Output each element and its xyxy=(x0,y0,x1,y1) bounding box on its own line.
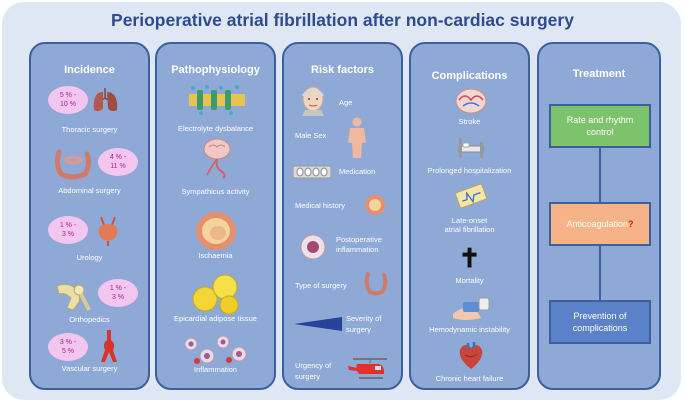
blood-pressure-icon xyxy=(453,297,490,320)
anticoagulation-box: Anticoagulation? xyxy=(549,202,651,246)
mortality-label: Mortality xyxy=(455,276,484,285)
ecg-monitor-icon xyxy=(455,184,487,208)
hemodynamic-instability-label: Hemodynamic instability xyxy=(429,325,510,334)
epicardial-adipose-tissue-label: Epicardial adipose tissue xyxy=(174,314,257,323)
severity-wedge-icon xyxy=(294,317,342,331)
risk-factors-column: Risk factors Age Male Sex Medication Med… xyxy=(282,42,403,390)
treatment-column: Treatment Rate and rhythm control Antico… xyxy=(537,42,661,390)
orthopedics-label: Orthopedics xyxy=(69,315,110,324)
pathophysiology-column: Pathophysiology Electrolyte dysbalance S… xyxy=(155,42,276,390)
treatment-heading: Treatment xyxy=(572,68,626,80)
inflammation-risk-label: inflammation xyxy=(336,245,379,254)
chronic-heart-failure-label: Chronic heart failure xyxy=(435,374,504,383)
late-onset-label: Late-onset xyxy=(451,216,488,225)
cross-icon: ✝ xyxy=(458,243,481,273)
anticoagulation-label: Anticoagulation xyxy=(566,219,629,229)
hospital-bed-icon xyxy=(458,138,484,158)
lungs-icon xyxy=(93,88,118,112)
complications-column: Complications Stroke Prolonged hospitali… xyxy=(409,42,530,390)
orthopedics-incidence-badge: 1 % - 3 % xyxy=(98,279,138,307)
helicopter-icon xyxy=(348,358,387,379)
type-of-surgery-label: Type of surgery xyxy=(295,281,347,290)
diagram-title: Perioperative atrial fibrillation after … xyxy=(111,10,574,30)
medication-label: Medication xyxy=(339,167,376,176)
inflammation-cells-icon xyxy=(184,335,247,364)
intestine-small-icon xyxy=(364,272,388,296)
severity-surgery-label: surgery xyxy=(346,325,372,334)
adipose-tissue-icon xyxy=(192,274,239,315)
heart-icon xyxy=(459,342,483,369)
artery-cross-section-icon xyxy=(196,212,236,250)
male-body-icon xyxy=(348,117,366,158)
abdominal-surgery-label: Abdominal surgery xyxy=(58,186,121,195)
bladder-icon xyxy=(98,216,118,246)
prolonged-hospitalization-label: Prolonged hospitalization xyxy=(427,166,512,175)
atrial-fibrillation-label: atrial fibrillation xyxy=(444,225,495,234)
intestine-icon xyxy=(54,149,92,180)
severity-of-label: Severity of xyxy=(346,314,382,323)
urology-label: Urology xyxy=(76,253,103,262)
urgency-of-label: Urgency of xyxy=(295,361,332,370)
elderly-face-icon xyxy=(301,86,325,116)
risk-factors-heading: Risk factors xyxy=(311,64,374,76)
ischaemia-label: Ischaemia xyxy=(198,251,233,260)
inflamed-cell-icon xyxy=(300,234,326,260)
complications-heading: Complications xyxy=(431,70,508,82)
cell-membrane-icon xyxy=(189,85,245,115)
incidence-column: Incidence 5 % - 10 % Thoracic surgery 4 … xyxy=(29,42,150,390)
thoracic-incidence-badge: 5 % - 10 % xyxy=(48,86,88,114)
brain-stroke-icon xyxy=(455,88,487,114)
vascular-surgery-label: Vascular surgery xyxy=(61,364,118,373)
vascular-incidence-badge: 3 % - 5 % xyxy=(48,333,88,361)
thoracic-surgery-label: Thoracic surgery xyxy=(61,125,118,134)
postoperative-label: Postoperative xyxy=(336,235,382,244)
sympathicus-activity-label: Sympathicus activity xyxy=(181,187,250,196)
urology-incidence-badge: 1 % - 3 % xyxy=(48,216,88,244)
aorta-icon xyxy=(101,330,117,362)
electrolyte-dysbalance-label: Electrolyte dysbalance xyxy=(177,124,254,133)
rate-rhythm-control-box: Rate and rhythm control xyxy=(549,104,651,148)
question-mark: ? xyxy=(628,219,634,229)
pill-blister-icon xyxy=(292,165,332,179)
artery-history-icon xyxy=(365,195,385,215)
incidence-heading: Incidence xyxy=(64,64,115,76)
prevention-of-complications-box: Prevention of complications xyxy=(549,300,651,344)
pathophysiology-heading: Pathophysiology xyxy=(171,64,260,76)
inflammation-label: Inflammation xyxy=(194,365,237,374)
hip-joint-icon xyxy=(56,283,91,311)
stroke-label: Stroke xyxy=(458,117,481,126)
male-sex-label: Male Sex xyxy=(295,131,327,140)
medical-history-label: Medical history xyxy=(295,201,346,210)
abdominal-incidence-badge: 4 % - 11 % xyxy=(98,148,138,176)
brain-nerve-icon xyxy=(203,138,231,179)
age-label: Age xyxy=(339,98,353,107)
urgency-surgery-label: surgery xyxy=(295,372,321,381)
